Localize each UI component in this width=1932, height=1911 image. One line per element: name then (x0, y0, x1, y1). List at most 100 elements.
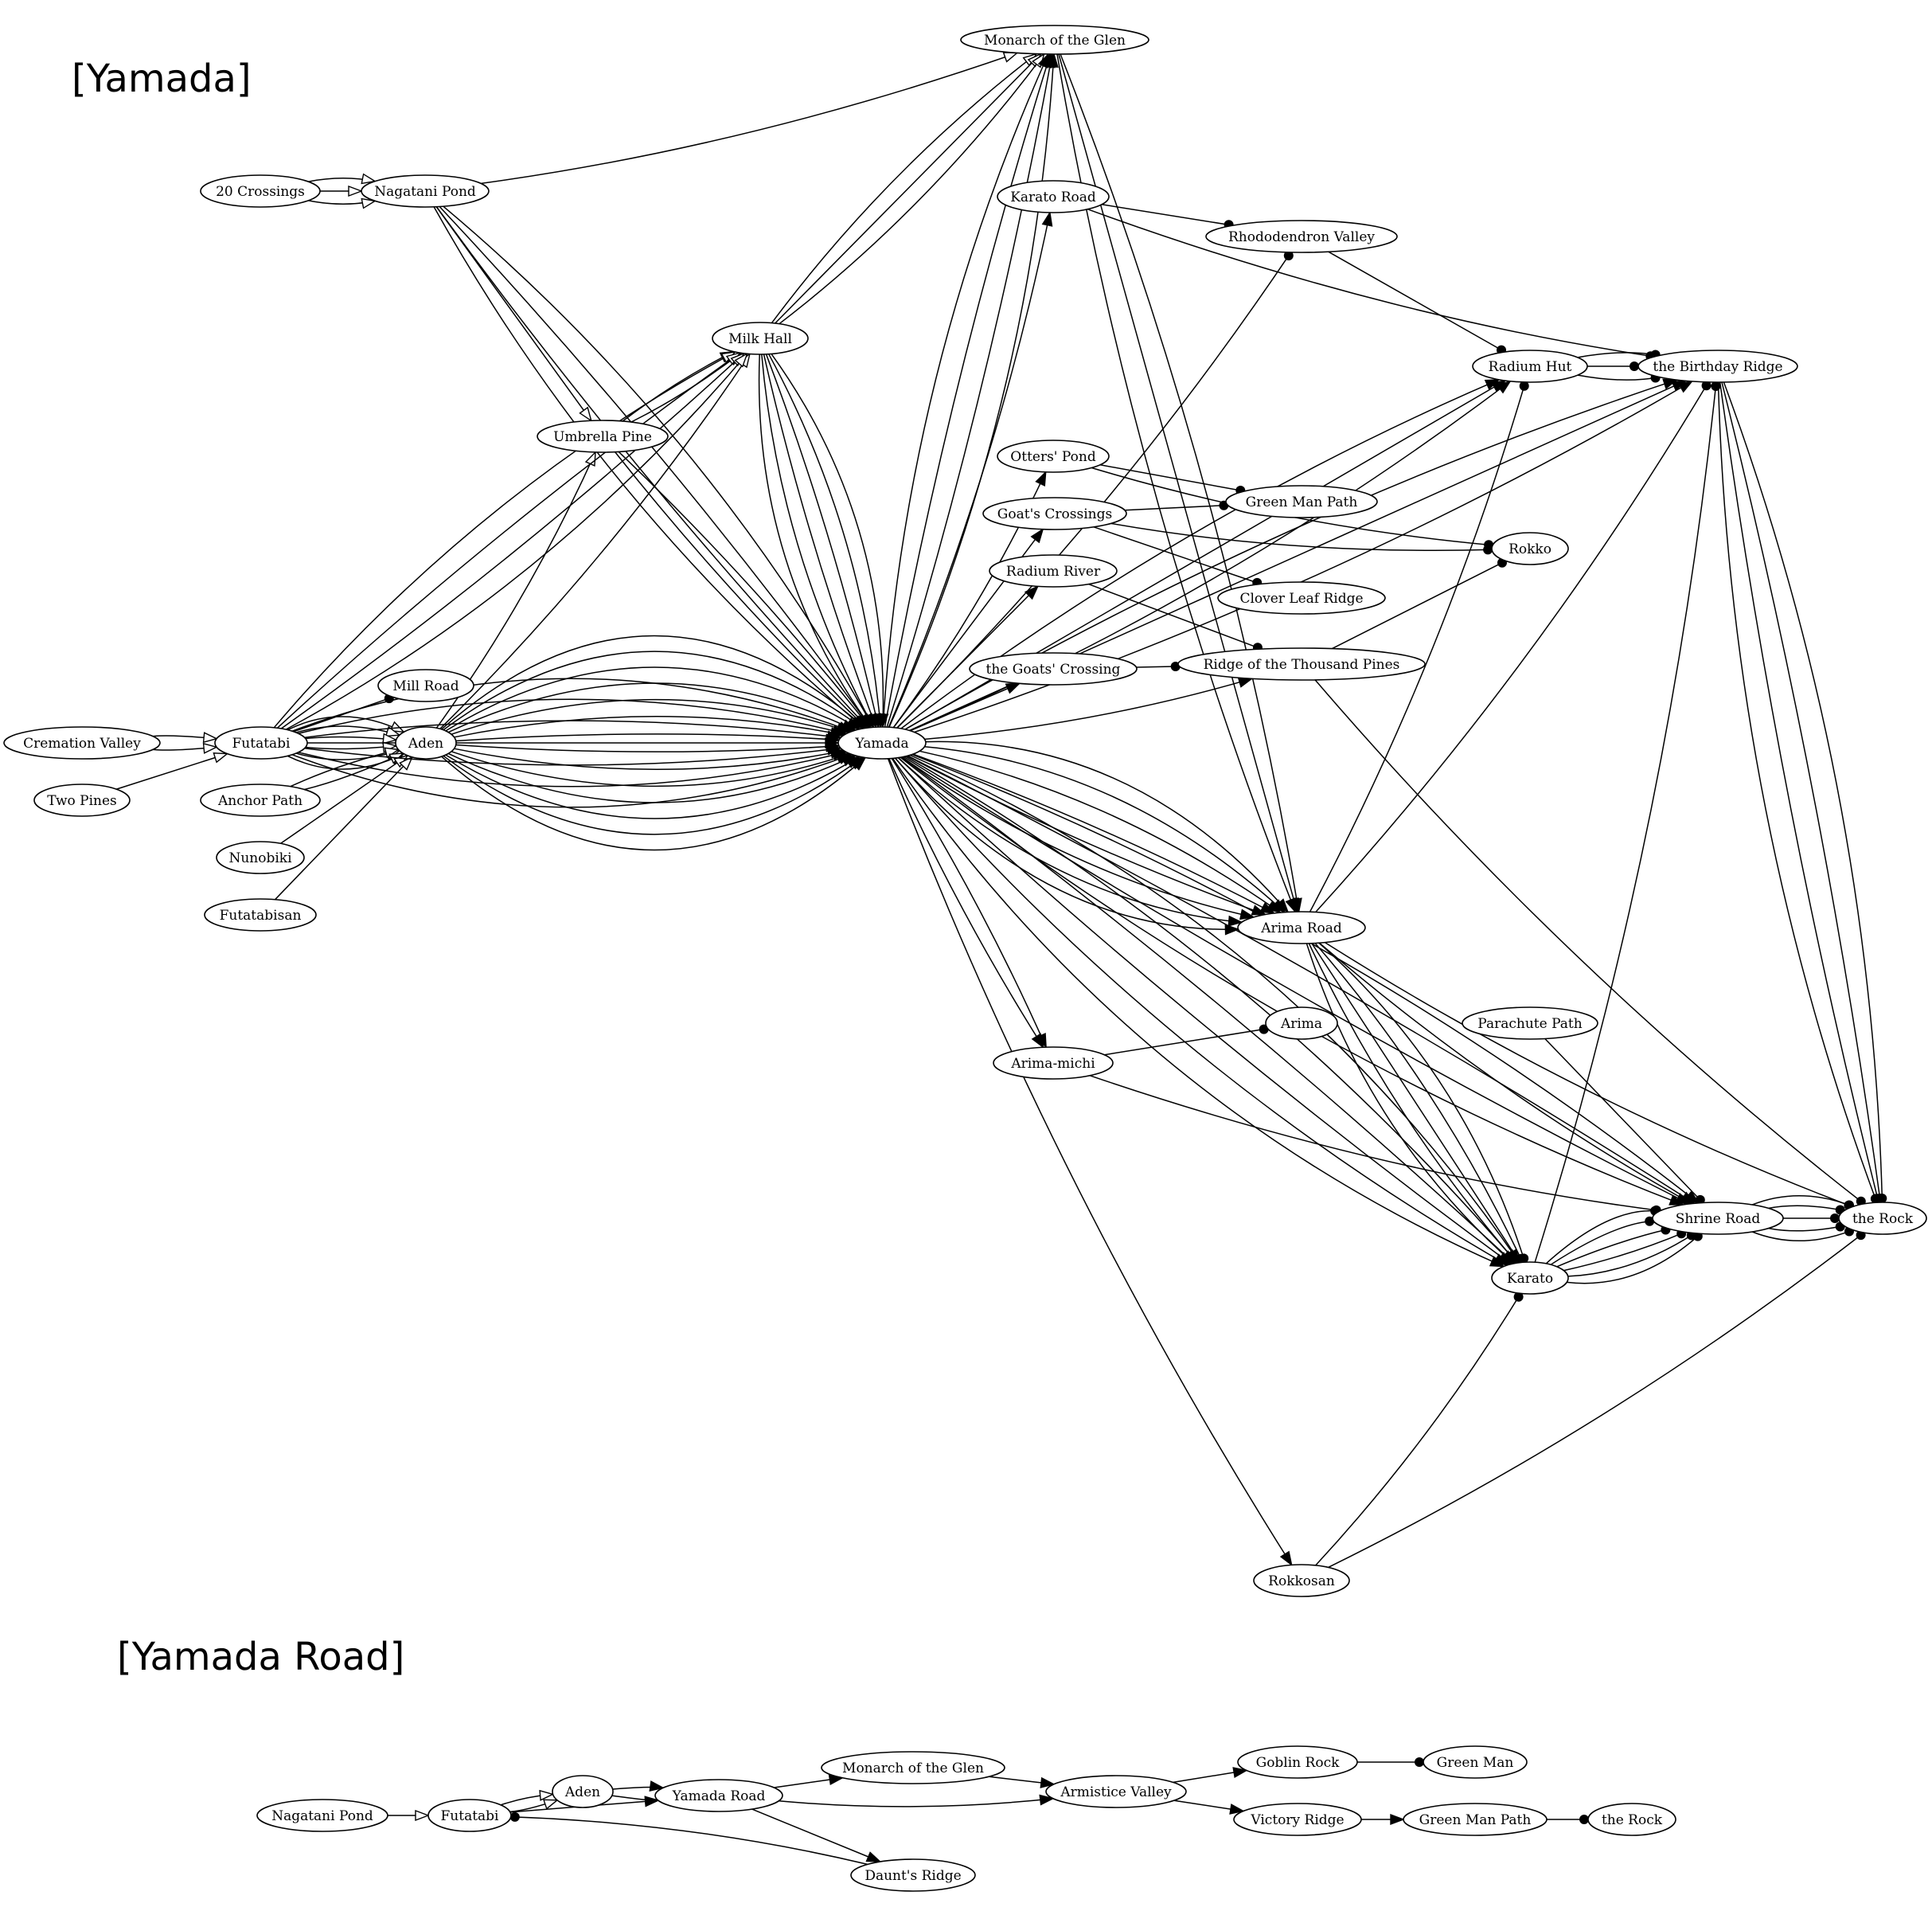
edge-twopines-to-futatabi (116, 752, 228, 790)
node-futatabi[interactable]: Futatabi (214, 726, 308, 760)
edge-nagatani-to-yamada (435, 206, 868, 729)
node-monarch-of-the-glen[interactable]: Monarch of the Glen (821, 1751, 1005, 1784)
node-the-birthday-ridge[interactable]: the Birthday Ridge (1637, 350, 1798, 383)
edge-futatabi-to-aden (305, 744, 396, 750)
node-otters-pond[interactable]: Otters' Pond (997, 440, 1110, 473)
node-ellipse (33, 784, 131, 817)
node-cremation-valley[interactable]: Cremation Valley (3, 726, 161, 760)
node-20-crossings[interactable]: 20 Crossings (200, 174, 321, 208)
node-rhododendron-valley[interactable]: Rhododendron Valley (1205, 220, 1398, 253)
edge-aden-to-yamada (447, 752, 856, 803)
node-ellipse (1403, 1803, 1548, 1836)
node-goblin-rock[interactable]: Goblin Rock (1237, 1745, 1358, 1779)
section-title-yamada-road: [Yamada Road] (117, 1635, 404, 1679)
node-radium-hut[interactable]: Radium Hut (1472, 350, 1588, 383)
node-yamada-road[interactable]: Yamada Road (654, 1779, 783, 1812)
edge-goatscx-to-greenmanpath (1124, 504, 1228, 511)
node-ellipse (993, 1046, 1114, 1080)
node-shrine-road[interactable]: Shrine Road (1652, 1202, 1784, 1235)
node-aden[interactable]: Aden (552, 1775, 614, 1808)
edge-arrowhead-crossings20-to-nagatani (361, 173, 377, 185)
edge-milkhall-to-yamada (763, 354, 877, 728)
edge-shrineroad-to-therock (1751, 1194, 1853, 1207)
node-green-man-path[interactable]: Green Man Path (1225, 485, 1378, 518)
node-rokkosan[interactable]: Rokkosan (1253, 1564, 1350, 1597)
edge-yamada-to-arimaroad (895, 757, 1239, 930)
node-victory-ridge[interactable]: Victory Ridge (1233, 1803, 1362, 1836)
node-ridge-of-the-thousand-pines[interactable]: Ridge of the Thousand Pines (1177, 647, 1426, 681)
edge-karatoroad-to-rhodo (1101, 204, 1233, 226)
node-umbrella-pine[interactable]: Umbrella Pine (537, 420, 669, 453)
node-monarch-of-the-glen[interactable]: Monarch of the Glen (960, 25, 1149, 55)
node-green-man-path[interactable]: Green Man Path (1403, 1803, 1548, 1836)
node-ellipse (552, 1775, 614, 1808)
node-nagatani-pond[interactable]: Nagatani Pond (361, 174, 490, 208)
node-ellipse (997, 180, 1110, 213)
node-yamada[interactable]: Yamada (837, 726, 927, 760)
node-karato[interactable]: Karato (1491, 1261, 1569, 1295)
node-label: 20 Crossings (216, 184, 305, 200)
node-arima[interactable]: Arima (1265, 1006, 1338, 1040)
node-the-goats-crossing[interactable]: the Goats' Crossing (969, 652, 1138, 686)
node-nagatani-pond[interactable]: Nagatani Pond (256, 1799, 388, 1832)
edge-umbrella-to-milkhall (630, 352, 742, 423)
edge-milkhall-to-monarch (771, 53, 1037, 324)
edge-dot-r_goblin-to-r_greenman (1415, 1757, 1424, 1767)
edge-aden-to-yamada (445, 666, 861, 732)
edge-dot-rokkosan-to-karato (1513, 1292, 1524, 1302)
node-ellipse (200, 784, 321, 817)
node-nunobiki[interactable]: Nunobiki (216, 841, 305, 874)
node-the-rock[interactable]: the Rock (1838, 1202, 1927, 1235)
node-karato-road[interactable]: Karato Road (997, 180, 1110, 213)
node-aden[interactable]: Aden (395, 726, 457, 760)
edge-monarch-to-arimaroad (1060, 53, 1300, 913)
node-clover-leaf-ridge[interactable]: Clover Leaf Ridge (1217, 581, 1386, 615)
edge-aden-to-yamada (451, 698, 850, 735)
node-radium-river[interactable]: Radium River (989, 554, 1118, 588)
node-label: Futatabisan (220, 908, 302, 924)
node-armistice-valley[interactable]: Armistice Valley (1045, 1775, 1187, 1808)
edge-yamada-to-goatscx (892, 529, 1044, 729)
edge-aden-to-yamada (455, 733, 839, 742)
edge-karato-to-shrineroad (1556, 1228, 1670, 1268)
edge-arrowhead-anchorpath-to-aden (384, 747, 400, 759)
edge-yamada-to-karatoroad (888, 212, 1051, 728)
node-daunt-s-ridge[interactable]: Daunt's Ridge (850, 1858, 976, 1892)
edge-goatscx-to-rokko (1110, 522, 1493, 551)
edge-anchorpath-to-aden (304, 752, 404, 791)
edge-yamada-to-rokkosan (887, 758, 1293, 1565)
node-rokko[interactable]: Rokko (1491, 532, 1569, 565)
edge-yamada-to-karato (905, 756, 1518, 1264)
edge-aden-to-yamada (445, 754, 861, 819)
edge-dot-birthday-to-therock (1870, 1194, 1880, 1204)
node-arima-road[interactable]: Arima Road (1237, 911, 1366, 944)
node-futatabisan[interactable]: Futatabisan (204, 898, 317, 932)
node-parachute-path[interactable]: Parachute Path (1462, 1006, 1598, 1040)
node-arima-michi[interactable]: Arima-michi (993, 1046, 1114, 1080)
node-anchor-path[interactable]: Anchor Path (200, 784, 321, 817)
node-label: Nunobiki (228, 850, 292, 866)
edge-yamada-to-shrineroad (903, 756, 1690, 1205)
node-the-rock[interactable]: the Rock (1587, 1803, 1676, 1836)
node-mill-road[interactable]: Mill Road (377, 669, 474, 702)
node-label: Karato Road (1010, 190, 1096, 205)
node-two-pines[interactable]: Two Pines (33, 784, 131, 817)
edge-arimaroad-to-birthday (1315, 381, 1709, 913)
edge-yamada-to-karato (909, 754, 1520, 1264)
edge-arrowhead-yamada-to-karato (1489, 1256, 1505, 1268)
node-milk-hall[interactable]: Milk Hall (712, 322, 809, 355)
edge-arrowhead-yamada-to-otters (1035, 470, 1047, 487)
node-goat-s-crossings[interactable]: Goat's Crossings (982, 497, 1127, 530)
edge-arrowhead-r_yamadaroad-to-r_daunt (865, 1851, 882, 1862)
edge-arrowhead-r_futatabi-to-r_aden (543, 1799, 559, 1810)
node-green-man[interactable]: Green Man (1423, 1745, 1528, 1779)
edge-arrowhead-crossings20-to-nagatani (361, 197, 377, 209)
node-futatabi[interactable]: Futatabi (427, 1799, 512, 1832)
edge-arrowhead-yamada-to-radiumriver (1024, 584, 1040, 600)
node-label: Monarch of the Glen (984, 33, 1126, 49)
edge-yamada-to-shrineroad (911, 753, 1700, 1204)
edge-arrowhead-umbrella-to-yamada (853, 714, 868, 729)
edge-arimaroad-to-karato (1311, 943, 1521, 1264)
node-ellipse (216, 841, 305, 874)
